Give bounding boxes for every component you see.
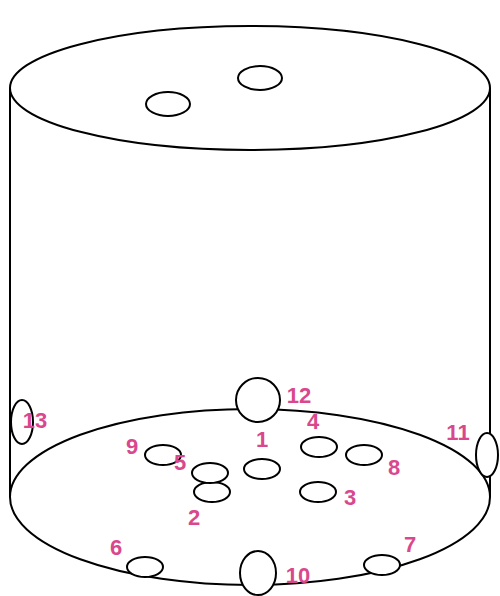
hole	[236, 378, 280, 422]
callout-number: 9	[126, 436, 138, 458]
hole	[244, 459, 280, 479]
callout-number: 10	[286, 565, 310, 587]
hole	[146, 92, 190, 116]
callout-number: 11	[446, 422, 469, 444]
cylinder-side	[9, 88, 11, 497]
hole	[364, 555, 400, 575]
callout-number: 1	[256, 429, 268, 451]
hole	[300, 482, 336, 502]
hole	[194, 482, 230, 502]
hole	[238, 66, 282, 90]
top-rim	[10, 26, 490, 150]
callout-number: 6	[110, 537, 122, 559]
hole	[346, 445, 382, 465]
hole	[240, 551, 276, 595]
callout-number: 12	[287, 385, 311, 407]
callout-number: 5	[174, 452, 186, 474]
hole	[192, 463, 228, 483]
hole	[127, 557, 163, 577]
callout-number: 8	[388, 457, 400, 479]
hole	[301, 437, 337, 457]
callout-number: 7	[404, 534, 416, 556]
callout-number: 2	[188, 507, 200, 529]
callout-number: 13	[23, 410, 47, 432]
callout-number: 4	[307, 411, 319, 433]
hole	[476, 433, 498, 477]
callout-number: 3	[344, 487, 356, 509]
